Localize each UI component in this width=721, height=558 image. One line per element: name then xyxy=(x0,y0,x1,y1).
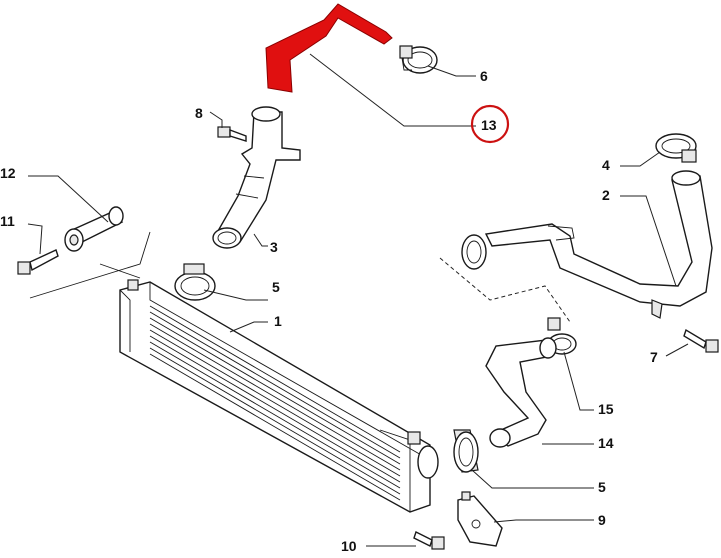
callout-14: 14 xyxy=(598,435,614,451)
callout-5-upper: 5 xyxy=(272,279,280,295)
callout-12: 12 xyxy=(0,165,16,181)
intercooler-fin xyxy=(149,323,401,471)
callout-9: 9 xyxy=(598,512,606,528)
clamp-4[interactable] xyxy=(655,133,697,163)
intercooler-fin xyxy=(149,329,401,477)
callout-10: 10 xyxy=(341,538,357,554)
pipe-2[interactable] xyxy=(461,170,713,319)
hose-14[interactable] xyxy=(485,337,557,448)
callout-6: 6 xyxy=(480,68,488,84)
intercooler-1[interactable] xyxy=(119,279,439,513)
clamp-6[interactable] xyxy=(399,45,438,74)
highlight-ring xyxy=(470,104,510,144)
bracket-9[interactable] xyxy=(457,491,503,547)
callout-7: 7 xyxy=(650,349,658,365)
bolt-8[interactable] xyxy=(217,126,247,142)
callout-11: 11 xyxy=(0,213,15,229)
bolt-7[interactable] xyxy=(683,328,719,353)
callout-4: 4 xyxy=(602,157,610,173)
hose-3[interactable] xyxy=(212,106,301,249)
clamp-5-upper[interactable] xyxy=(174,263,216,301)
callout-13[interactable]: 13 xyxy=(481,117,497,133)
intercooler-fin xyxy=(149,317,401,465)
intercooler-fin xyxy=(149,311,401,459)
hose-13-highlighted[interactable] xyxy=(265,3,393,93)
intercooler-fin xyxy=(149,305,401,453)
clamp-5-lower[interactable] xyxy=(453,429,479,473)
callout-15: 15 xyxy=(598,401,614,417)
callout-2: 2 xyxy=(602,187,610,203)
intercooler-fin xyxy=(149,353,401,501)
leader-lines xyxy=(27,53,689,547)
intercooler-fin xyxy=(149,347,401,495)
callout-8: 8 xyxy=(195,105,203,121)
bolt-10[interactable] xyxy=(413,531,445,550)
callout-5-lower: 5 xyxy=(598,479,606,495)
callout-3: 3 xyxy=(270,239,278,255)
intercooler-fin xyxy=(149,335,401,483)
callout-1: 1 xyxy=(274,313,282,329)
sleeve-12[interactable] xyxy=(64,206,124,252)
intercooler-fin xyxy=(149,341,401,489)
bolt-11[interactable] xyxy=(17,249,59,275)
